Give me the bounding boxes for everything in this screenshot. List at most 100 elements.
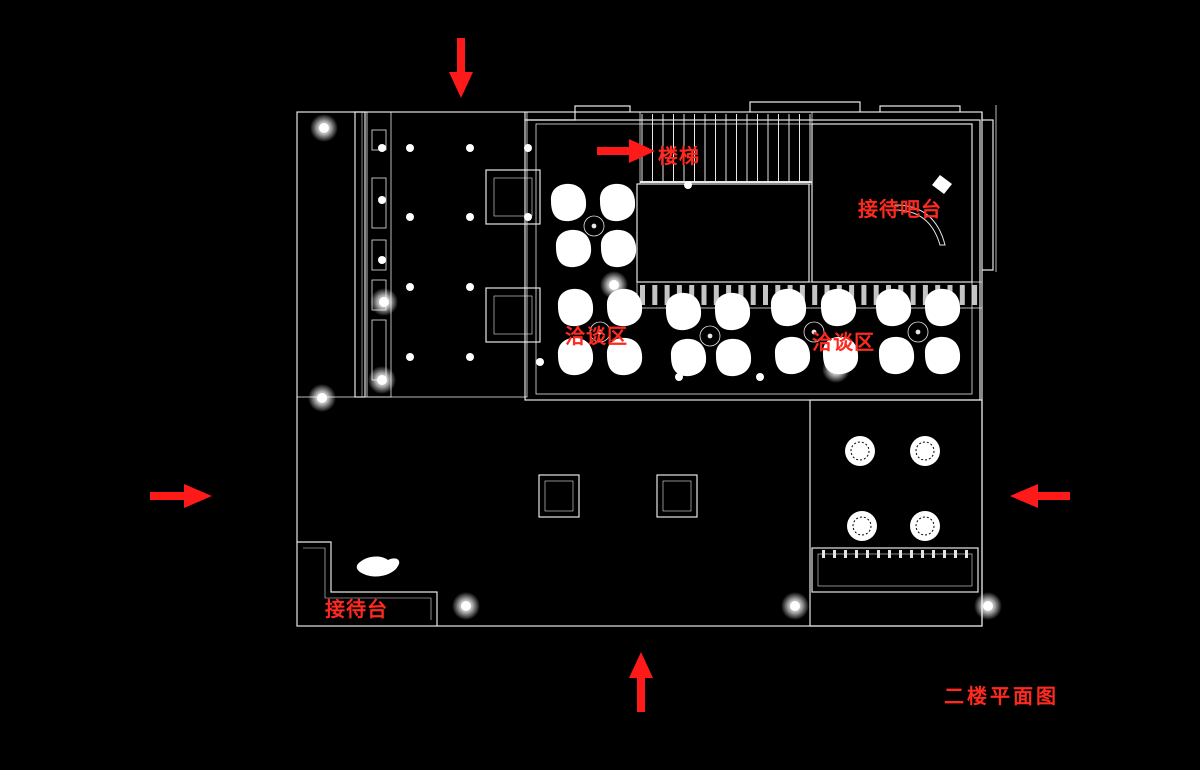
pillar — [656, 474, 698, 518]
counter-post — [921, 550, 924, 558]
counter-post — [844, 550, 847, 558]
ceiling-light-icon — [536, 358, 544, 366]
rail-post — [812, 285, 818, 305]
stairs-pointer-arrow-icon — [597, 139, 655, 163]
rail-post — [922, 285, 928, 305]
label-negotiation-left: 洽谈区 — [565, 324, 628, 348]
bar-lamp-icon — [932, 175, 952, 194]
round-table-icon — [910, 436, 940, 466]
round-table-icon — [845, 436, 875, 466]
ceiling-light-icon — [524, 144, 532, 152]
ceiling-light-icon — [406, 144, 414, 152]
chair-icon — [770, 288, 807, 327]
counter-post — [932, 550, 935, 558]
rail-post — [873, 285, 879, 305]
table-icon — [583, 215, 605, 237]
plant-core — [377, 375, 387, 385]
entrance-arrows — [150, 38, 1070, 712]
table-icon — [699, 325, 721, 347]
wall-panel — [371, 177, 387, 229]
ceiling-light-icon — [378, 144, 386, 152]
counter-post — [954, 550, 957, 558]
ceiling-light-icon — [684, 181, 692, 189]
reception-counter — [297, 541, 438, 626]
ceiling-light-icon — [466, 144, 474, 152]
round-table-ring — [915, 441, 935, 461]
plant-core — [790, 601, 800, 611]
rail-post — [959, 285, 965, 305]
rail-post — [910, 285, 916, 305]
table-center — [811, 329, 817, 335]
counter-post — [877, 550, 880, 558]
counter-post — [910, 550, 913, 558]
plant-core — [317, 393, 327, 403]
left-zone — [296, 111, 528, 398]
rail-post — [664, 285, 670, 305]
ceiling-light-icon — [406, 283, 414, 291]
label-stairs: 楼梯 — [658, 144, 700, 168]
table-icon — [907, 321, 929, 343]
negotiation-tables — [583, 215, 929, 347]
ceiling-light-icon — [756, 373, 764, 381]
ceiling-light-icon — [378, 256, 386, 264]
sculpture-icon — [356, 556, 400, 577]
ceiling-light-icon — [466, 213, 474, 221]
rail-post — [861, 285, 867, 305]
rail-post — [750, 285, 756, 305]
ceiling-light-icon — [406, 353, 414, 361]
counter-post — [888, 550, 891, 558]
plant-core — [461, 601, 471, 611]
rail-post — [972, 285, 978, 305]
chair-icon — [557, 337, 594, 376]
ceiling-light-icon — [466, 283, 474, 291]
label-reception: 接待台 — [325, 597, 388, 621]
pillar — [485, 169, 541, 225]
stair-void — [636, 183, 810, 283]
rail-post — [799, 285, 805, 305]
table-center — [707, 333, 713, 339]
chair-icon — [875, 288, 912, 327]
chair-icon — [550, 183, 587, 222]
round-table-icon — [910, 511, 940, 541]
plant-core — [609, 280, 619, 290]
round-table-icon — [847, 511, 877, 541]
chair-icon — [924, 336, 961, 375]
rail-post — [763, 285, 768, 305]
chair-icon — [557, 288, 594, 327]
display-counter — [811, 547, 979, 593]
arrow-left-icon — [1010, 484, 1070, 508]
table-icon — [589, 321, 611, 343]
table-center — [591, 223, 597, 229]
table-icon — [803, 321, 825, 343]
label-bar-reception: 接待吧台 — [858, 197, 942, 221]
chair-icon — [599, 183, 636, 222]
chair-icon — [878, 336, 915, 375]
chair-icon — [714, 292, 751, 331]
label-negotiation-right: 洽谈区 — [812, 330, 875, 354]
round-table-ring — [850, 441, 870, 461]
counter-post — [943, 550, 946, 558]
chair-icon — [555, 229, 592, 268]
negotiation-chairs — [550, 183, 961, 377]
rail-post — [701, 285, 707, 305]
outer-wall-extension — [981, 112, 994, 271]
arrow-right-icon — [150, 484, 212, 508]
chair-icon — [606, 337, 643, 376]
table-center — [915, 329, 921, 335]
rail-post — [652, 285, 658, 305]
arrow-up-icon — [629, 652, 653, 712]
plant-core — [983, 601, 993, 611]
plant-core — [319, 123, 329, 133]
ceiling-light-icon — [466, 353, 474, 361]
pillar — [485, 287, 541, 343]
round-table-ring — [915, 516, 935, 536]
arrow-down-icon — [449, 38, 473, 98]
round-table-ring — [852, 516, 872, 536]
counter-post — [866, 550, 869, 558]
counter-post — [822, 550, 825, 558]
chair-icon — [924, 288, 961, 327]
wall-panel — [371, 239, 387, 271]
ceiling-light-icon — [406, 213, 414, 221]
bar-counter — [894, 204, 946, 246]
chair-icon — [820, 288, 857, 327]
